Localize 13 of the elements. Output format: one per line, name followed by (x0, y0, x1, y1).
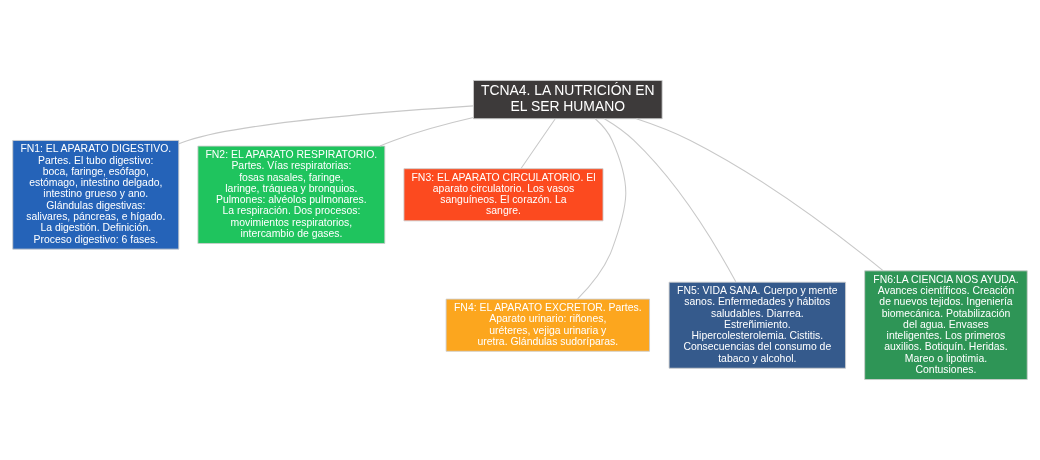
node-box: FN1: EL APARATO DIGESTIVO. Partes. El tubo digestivo: boca, faringe, esófago, estómago, intestino delgado, intestino grueso y ano. Glándulas digestivas: salivares, páncreas, e hígado. La digestión. Definición. Proceso digestivo: 6 fases. (12, 140, 180, 250)
node-box: FN2: EL APARATO RESPIRATORIO. Partes. Vías respiratorias: fosas nasales, faringe, laringe, tráquea y bronquios. Pulmones: alvéolos pulmonares. La respiración. Dos procesos: movimientos respiratorios, intercambio de gases. (197, 145, 386, 244)
connector (577, 118, 627, 300)
node-box: FN6:LA CIENCIA NOS AYUDA. Avances científicos. Creación de nuevos tejidos. Ingeniería biomecánica. Potabilización del agua. Envases inteligentes. Los primeros auxilios. Botiquín. Heridas. Mareo o lipotimia. Contusiones. (864, 270, 1028, 380)
connector (635, 118, 884, 272)
node-box: FN4: EL APARATO EXCRETOR. Partes. Aparato urinario: riñones, uréteres, vejiga urinaria y uretra. Glándulas sudoríparas. (445, 298, 650, 352)
node-box: FN3: EL APARATO CIRCULATORIO. El aparato circulatorio. Los vasos sanguíneos. El corazón. La sangre. (403, 168, 604, 222)
connector (520, 118, 556, 169)
node-box: FN5: VIDA SANA. Cuerpo y mente sanos. Enfermedades y hábitos saludables. Diarrea. Estreñimiento. Hipercolesterolemia. Cistitis. Consecuencias del consumo de tabaco y alcohol. (668, 281, 846, 369)
connector (379, 117, 474, 147)
connector (603, 118, 737, 283)
connector (178, 105, 474, 145)
node-box: TCNA4. LA NUTRICIÓN EN EL SER HUMANO (473, 80, 663, 120)
